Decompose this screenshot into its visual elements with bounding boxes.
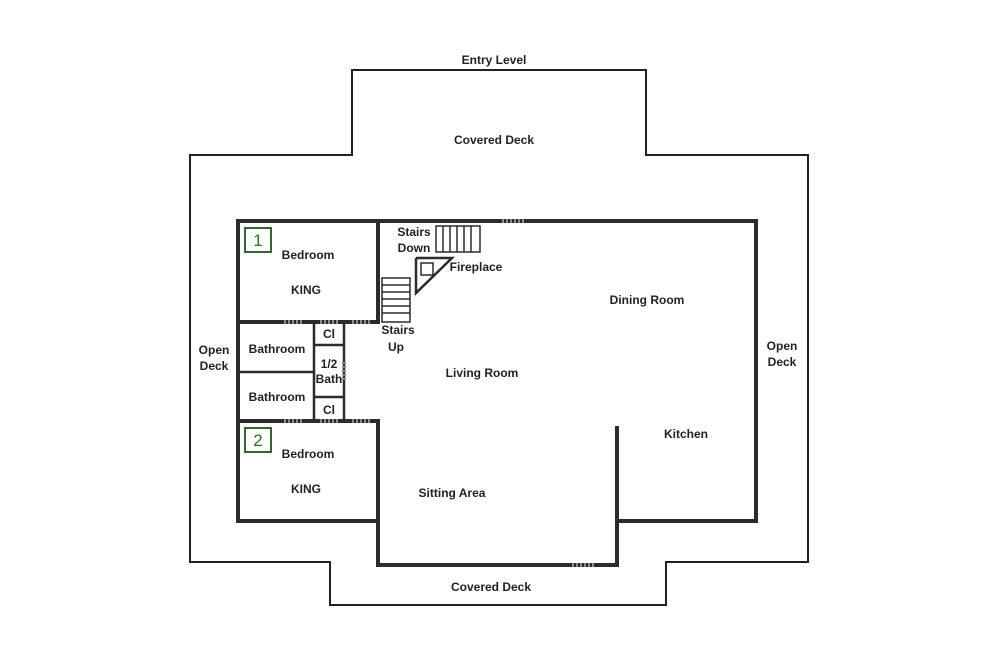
deck-outline — [189, 69, 809, 606]
stairs-up-label-1: Stairs — [381, 323, 415, 337]
bathroom-bottom-label: Bathroom — [249, 390, 306, 404]
bedroom1-name-label: Bedroom — [282, 248, 335, 262]
closet-bottom-label: Cl — [323, 403, 335, 417]
fireplace-icon — [414, 256, 456, 296]
closet-top-label: Cl — [323, 327, 335, 341]
bedroom1-badge: 1 — [244, 227, 272, 253]
stairs-up-label-2: Up — [388, 340, 404, 354]
half-bath-label-1: 1/2 — [321, 357, 338, 371]
sitting-area-label: Sitting Area — [419, 486, 486, 500]
exterior-wall — [376, 219, 758, 523]
dining-room-label: Dining Room — [610, 293, 685, 307]
open-deck-right-label-1: Open — [767, 339, 798, 353]
covered-deck-top-label: Covered Deck — [454, 133, 534, 147]
fireplace-label: Fireplace — [450, 260, 503, 274]
open-deck-left-label-2: Deck — [200, 359, 229, 373]
stairs-down-label-2: Down — [398, 241, 431, 255]
badge-2-text: 2 — [253, 431, 262, 450]
stairs-down-label-1: Stairs — [397, 225, 431, 239]
bedroom2-name-label: Bedroom — [282, 447, 335, 461]
stairs-up-icon — [381, 277, 411, 323]
kitchen-label: Kitchen — [664, 427, 708, 441]
badge-1-text: 1 — [253, 231, 262, 250]
bedroom2-bed-label: KING — [291, 482, 321, 496]
open-deck-left-label-1: Open — [199, 343, 230, 357]
entry-level-label: Entry Level — [462, 53, 527, 67]
bedroom1-bed-label: KING — [291, 283, 321, 297]
bathroom-top-label: Bathroom — [249, 342, 306, 356]
stairs-down-icon — [435, 225, 481, 253]
bedroom2-badge: 2 — [244, 427, 272, 453]
half-bath-label-2: Bath — [316, 372, 343, 386]
open-deck-right-label-2: Deck — [768, 355, 797, 369]
living-room-label: Living Room — [446, 366, 519, 380]
covered-deck-bottom-label: Covered Deck — [451, 580, 531, 594]
sitting-area-wall — [376, 419, 619, 567]
